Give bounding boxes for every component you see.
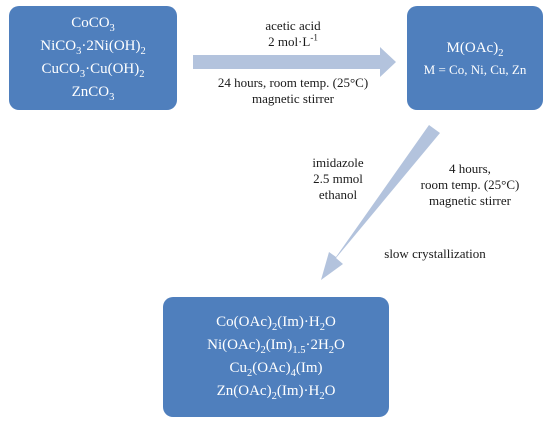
arrow-acid-reaction: [193, 47, 396, 77]
reaction2-time: 4 hours,: [449, 161, 491, 176]
carbonate-cu: CuCO3·Cu(OH)2: [41, 61, 145, 80]
product-cu: Cu2(OAc)4(Im): [229, 360, 323, 379]
carbonate-ni: NiCO3·2Ni(OH)2: [40, 38, 146, 57]
reaction2-conditions-label: 4 hours, room temp. (25°C) magnetic stir…: [395, 161, 545, 209]
reaction2-temp: room temp. (25°C): [420, 177, 520, 192]
reagent-imidazole: imidazole: [312, 155, 364, 170]
reaction1-time-temp: 24 hours, room temp. (25°C): [217, 75, 369, 90]
reaction2-stirring: magnetic stirrer: [429, 193, 511, 208]
reaction2-reagent-label: imidazole 2.5 mmol ethanol: [298, 155, 378, 203]
product-zn: Zn(OAc)2(Im)·H2O: [216, 383, 336, 402]
metal-definition: M = Co, Ni, Cu, Zn: [423, 62, 527, 77]
acetate-formula: M(OAc)2: [446, 40, 504, 59]
product-complexes-box: Co(OAc)2(Im)·H2O Ni(OAc)2(Im)1.5·2H2O Cu…: [163, 297, 389, 417]
crystallization-label: slow crystallization: [384, 246, 486, 261]
carbonate-zn: ZnCO3: [71, 84, 115, 103]
reagent-acetic-acid: acetic acid: [265, 18, 321, 33]
reagent-amount: 2.5 mmol: [313, 171, 363, 186]
metal-acetate-box: M(OAc)2 M = Co, Ni, Cu, Zn: [407, 6, 543, 110]
carbonate-co: CoCO3: [71, 15, 115, 34]
arrow-imidazole-reaction: [321, 125, 440, 280]
reaction1-reagent-label: acetic acid 2 mol·L-1: [208, 18, 378, 50]
starting-carbonates-box: CoCO3 NiCO3·2Ni(OH)2 CuCO3·Cu(OH)2 ZnCO3: [9, 6, 177, 110]
product-co: Co(OAc)2(Im)·H2O: [216, 314, 336, 333]
reagent-solvent: ethanol: [318, 187, 358, 202]
reaction1-stirring: magnetic stirrer: [252, 91, 334, 106]
reagent-concentration: 2 mol·L-1: [268, 32, 318, 49]
reaction1-conditions-label: 24 hours, room temp. (25°C) magnetic sti…: [203, 75, 383, 107]
product-ni: Ni(OAc)2(Im)1.5·2H2O: [207, 337, 345, 356]
